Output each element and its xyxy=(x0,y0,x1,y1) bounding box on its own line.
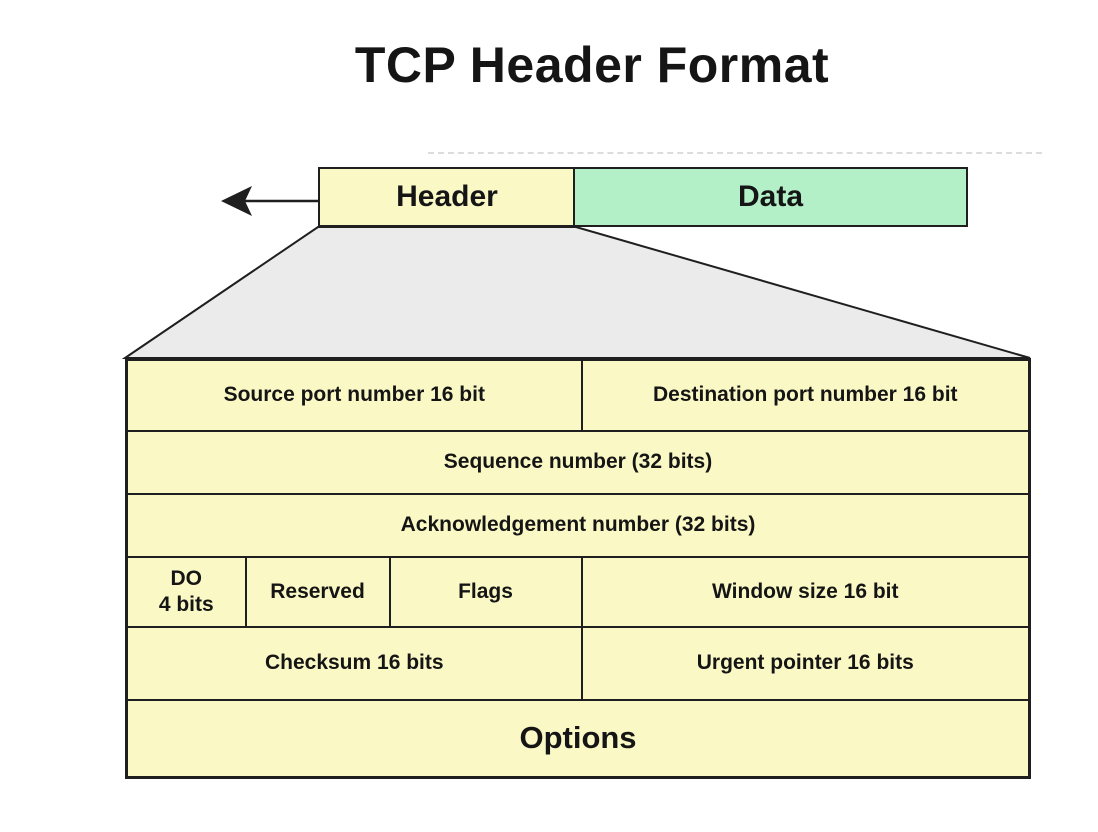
header-expansion-funnel xyxy=(121,226,1031,359)
cell-checksum: Checksum 16 bits xyxy=(125,625,583,701)
packet-data-label: Data xyxy=(737,180,804,213)
faint-guide-line xyxy=(428,152,1042,154)
table-row-flags: DO 4 bits Reserved Flags Window size 16 … xyxy=(125,555,1031,628)
left-arrow-icon xyxy=(221,186,318,216)
cell-sequence-number: Sequence number (32 bits) xyxy=(125,429,1031,495)
tcp-header-table: Source port number 16 bit Destination po… xyxy=(125,358,1032,779)
cell-urgent-pointer: Urgent pointer 16 bits xyxy=(580,625,1031,701)
table-row-acknowledgement: Acknowledgement number (32 bits) xyxy=(125,492,1031,558)
cell-source-port: Source port number 16 bit xyxy=(125,358,583,432)
packet-header-label: Header xyxy=(396,180,498,213)
cell-reserved: Reserved xyxy=(244,555,391,628)
table-row-ports: Source port number 16 bit Destination po… xyxy=(125,358,1031,432)
cell-destination-port: Destination port number 16 bit xyxy=(580,358,1031,432)
packet-data-segment: Data xyxy=(573,167,968,227)
cell-acknowledgement-number: Acknowledgement number (32 bits) xyxy=(125,492,1031,558)
table-row-options: Options xyxy=(125,698,1031,779)
table-row-sequence: Sequence number (32 bits) xyxy=(125,429,1031,495)
cell-options: Options xyxy=(125,698,1031,779)
packet-header-segment: Header xyxy=(318,167,576,227)
diagram-title: TCP Header Format xyxy=(354,37,830,93)
cell-window-size: Window size 16 bit xyxy=(580,555,1031,628)
cell-data-offset: DO 4 bits xyxy=(125,555,247,628)
table-row-checksum: Checksum 16 bits Urgent pointer 16 bits xyxy=(125,625,1031,701)
cell-flags: Flags xyxy=(388,555,583,628)
